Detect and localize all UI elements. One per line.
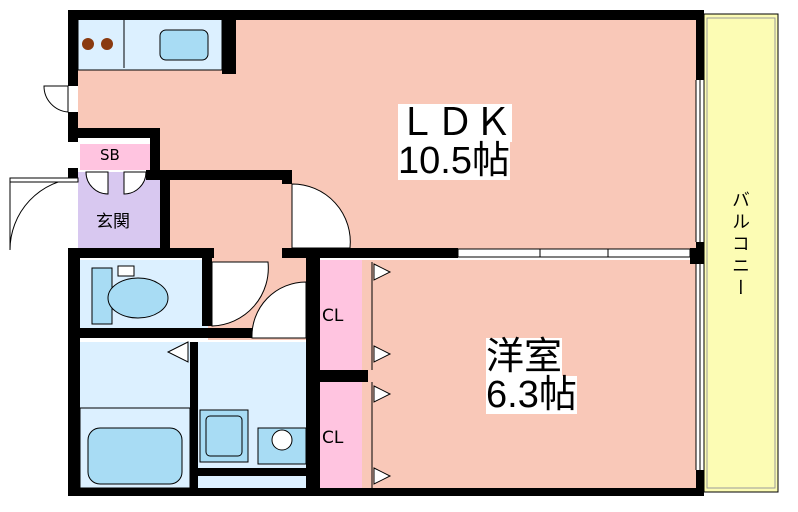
washroom-door-swing (251, 281, 307, 339)
toilet-door-swing (211, 261, 269, 327)
balcony-area (703, 13, 779, 493)
entrance-label: 玄関 (96, 212, 130, 232)
balcony-label: バルコニー (729, 190, 750, 300)
stove-burner-left (82, 38, 94, 50)
closet-lower-label: CL (322, 428, 344, 448)
ldk-floor (78, 18, 696, 340)
bathtub-icon (87, 427, 183, 485)
closet-upper-label: CL (322, 306, 344, 326)
western-room-label: 洋室 (486, 336, 563, 378)
shoe-box-area (80, 144, 150, 170)
closet-lower-area (318, 382, 362, 490)
toilet-icon (107, 277, 169, 319)
ldk-door-swing (291, 183, 351, 249)
stove-burner-right (101, 38, 113, 50)
sink-icon (159, 29, 209, 61)
closet-upper-area (318, 260, 362, 370)
side-door-swing (43, 85, 69, 113)
shoe-box-label: SB (100, 146, 120, 164)
ldk-size-label: 10.5帖 (398, 140, 510, 182)
ldk-label: ＬＤＫ (398, 102, 513, 144)
western-room-size-label: 6.3帖 (486, 374, 577, 416)
entrance-door-swing (9, 177, 79, 251)
